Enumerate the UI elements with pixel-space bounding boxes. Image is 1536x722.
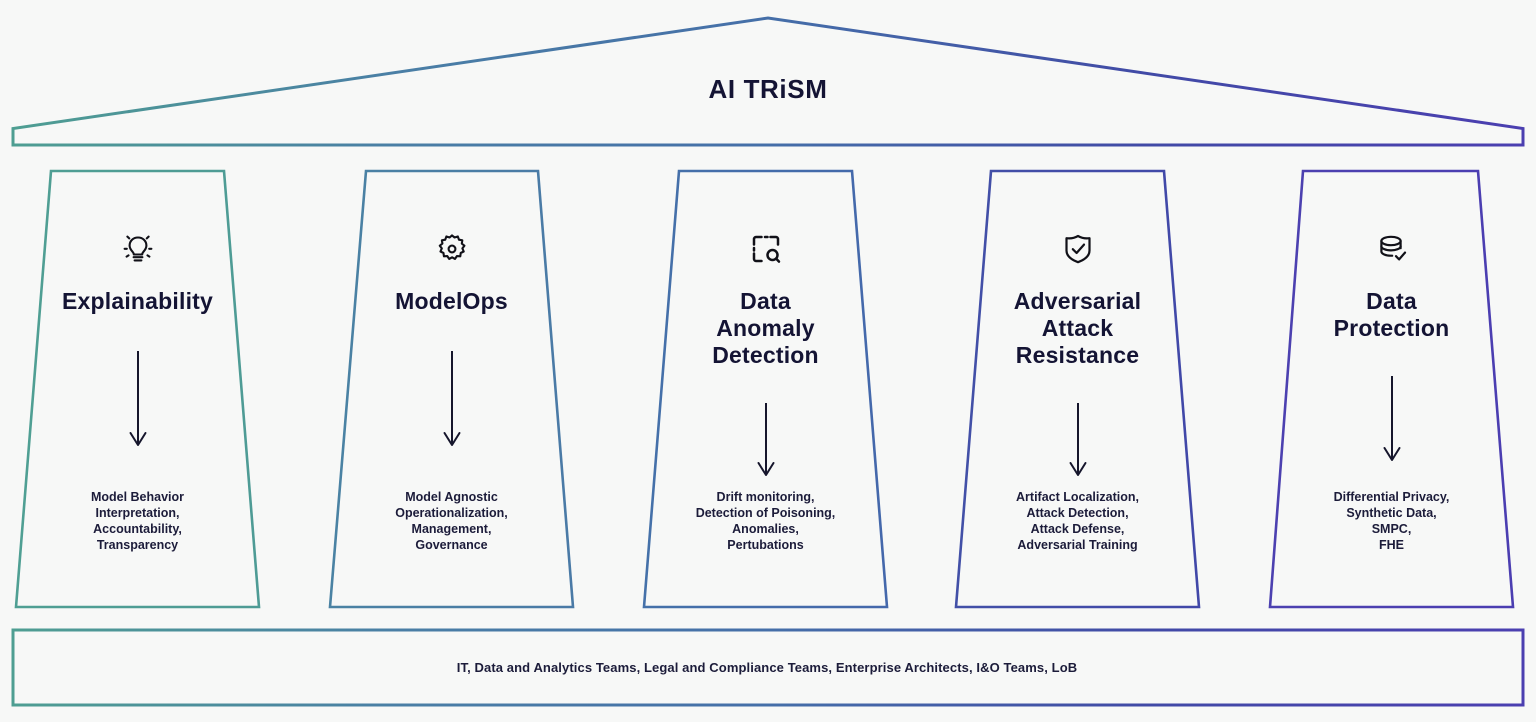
pillar-description-explainability: Model Behavior Interpretation, Accountab… xyxy=(90,490,185,552)
scan-search-icon xyxy=(745,228,787,270)
base-stakeholders-label: IT, Data and Analytics Teams, Legal and … xyxy=(456,660,1078,675)
pillar-explainability[interactable]: Explainability Model Behavior Interpreta… xyxy=(16,171,259,608)
pillar-title-data-anomaly-detection: Data Anomaly Detection xyxy=(712,288,819,368)
pillar-description-adversarial-attack-resistance: Artifact Localization, Attack Detection,… xyxy=(1016,490,1139,552)
pillar-title-explainability: Explainability xyxy=(61,288,214,314)
pillar-data-anomaly-detection[interactable]: Data Anomaly Detection Drift monitoring,… xyxy=(644,171,887,608)
down-arrow-icon xyxy=(1067,403,1089,486)
pillar-data-protection[interactable]: Data Protection Differential Privacy, Sy… xyxy=(1270,171,1513,608)
gear-icon xyxy=(431,228,473,270)
pillar-description-data-protection: Differential Privacy, Synthetic Data, SM… xyxy=(1333,490,1450,552)
page-title: AI TRiSM xyxy=(708,74,828,104)
pillar-adversarial-attack-resistance[interactable]: Adversarial Attack Resistance Artifact L… xyxy=(956,171,1199,608)
pillar-title-data-protection: Data Protection xyxy=(1333,288,1450,341)
down-arrow-icon xyxy=(441,351,463,456)
pillar-title-adversarial-attack-resistance: Adversarial Attack Resistance xyxy=(1013,288,1142,368)
shield-check-icon xyxy=(1057,228,1099,270)
down-arrow-icon xyxy=(1381,376,1403,471)
pillar-modelops[interactable]: ModelOps Model Agnostic Operationalizati… xyxy=(330,171,573,608)
pillar-description-data-anomaly-detection: Drift monitoring, Detection of Poisoning… xyxy=(695,490,836,552)
lightbulb-icon xyxy=(117,228,159,270)
database-check-icon xyxy=(1371,228,1413,270)
pillar-title-modelops: ModelOps xyxy=(395,288,508,314)
down-arrow-icon xyxy=(127,351,149,456)
down-arrow-icon xyxy=(755,403,777,486)
pillar-description-modelops: Model Agnostic Operationalization, Manag… xyxy=(395,490,508,552)
